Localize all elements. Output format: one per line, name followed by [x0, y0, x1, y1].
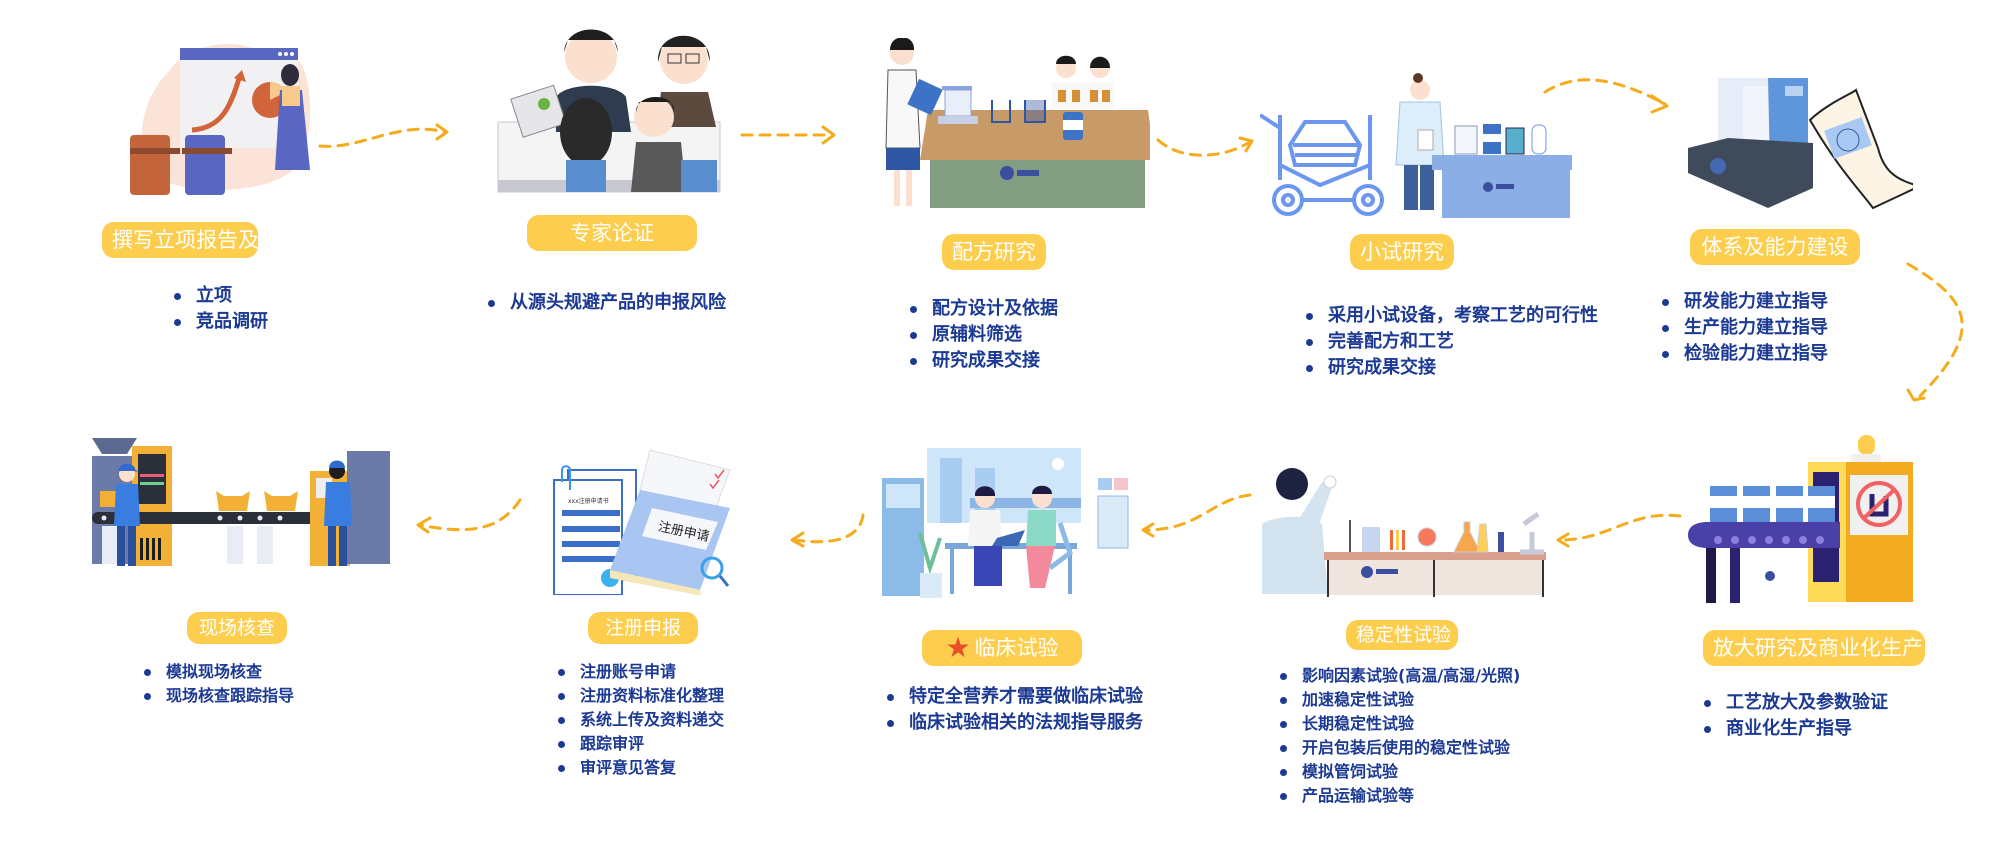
arrow-7-to-8	[1143, 493, 1252, 532]
step-bullets: 特定全营养才需要做临床试验 临床试验相关的法规指导服务	[885, 684, 1143, 736]
step-label: 撰写立项报告及竞品调研	[102, 222, 343, 258]
bullet-item: 系统上传及资料递交	[556, 708, 724, 732]
expert-discussion-illustration	[497, 29, 721, 193]
bullet-item: 开启包装后使用的稳定性试验	[1278, 736, 1520, 760]
step-bullets: 立项 竞品调研	[172, 283, 268, 335]
bullet-item: 现场核查跟踪指导	[142, 684, 294, 708]
step-label: ★临床试验	[922, 630, 1082, 666]
arrow-8-to-9	[793, 513, 865, 544]
bullet-item: 竞品调研	[172, 309, 268, 335]
step-bullets: 从源头规避产品的申报风险	[486, 290, 726, 316]
step-bullets: 模拟现场核查 现场核查跟踪指导	[142, 660, 294, 708]
registration-documents-illustration: xxx注册申请书 注册申请	[553, 449, 731, 595]
arrow-6-to-7	[1558, 513, 1682, 542]
arrow-9-to-10	[418, 498, 522, 532]
mixer-and-scientist-illustration	[1260, 73, 1572, 218]
star-icon: ★	[945, 631, 971, 664]
arrowhead-9	[416, 516, 432, 534]
arrow-5-to-6	[1906, 262, 1964, 398]
step-label: 体系及能力建设	[1690, 229, 1860, 265]
arrowhead-3	[1238, 136, 1254, 153]
arrow-4-to-5	[1543, 78, 1667, 106]
bullet-item: 模拟现场核查	[142, 660, 294, 684]
arrowhead-7	[1141, 522, 1155, 538]
bullet-item: 研究成果交接	[1304, 355, 1598, 381]
step-label: 配方研究	[942, 234, 1046, 270]
bullet-item: 研发能力建立指导	[1660, 289, 1828, 315]
factory-inspection-illustration	[92, 438, 390, 566]
step-label: 稳定性试验	[1346, 620, 1458, 650]
step-bullets: 工艺放大及参数验证 商业化生产指导	[1702, 690, 1888, 742]
presentation-meeting-illustration	[130, 43, 311, 195]
bullet-item: 审评意见答复	[556, 756, 724, 780]
step-label: 注册申报	[588, 612, 698, 644]
bullet-item: 注册资料标准化整理	[556, 684, 724, 708]
step-bullets: 研发能力建立指导 生产能力建立指导 检验能力建立指导	[1660, 289, 1828, 367]
bullet-item: 配方设计及依据	[908, 296, 1058, 322]
step-bullets: 采用小试设备，考察工艺的可行性 完善配方和工艺 研究成果交接	[1304, 303, 1598, 381]
bullet-item: 研究成果交接	[908, 348, 1058, 374]
arrowhead-2	[821, 125, 836, 145]
arrowhead-6	[1556, 532, 1570, 548]
arrowhead-5	[1906, 388, 1926, 402]
bullet-item: 商业化生产指导	[1702, 716, 1888, 742]
document-box-certificate-illustration	[1688, 78, 1913, 210]
bullet-item: 特定全营养才需要做临床试验	[885, 684, 1143, 710]
step-label: 小试研究	[1350, 234, 1454, 270]
bullet-item: 检验能力建立指导	[1660, 341, 1828, 367]
step-label-text: 临床试验	[974, 636, 1059, 660]
lab-glassware-illustration	[1262, 468, 1546, 597]
doc-caption: xxx注册申请书	[568, 497, 609, 505]
bullet-item: 产品运输试验等	[1278, 784, 1520, 808]
arrow-1-to-2	[318, 127, 447, 148]
bullet-item: 立项	[172, 283, 268, 309]
can-production-line-illustration	[1688, 435, 1913, 603]
step-label: 放大研究及商业化生产	[1703, 630, 1925, 666]
step-bullets: 注册账号申请 注册资料标准化整理 系统上传及资料递交 跟踪审评 审评意见答复	[556, 660, 724, 780]
bullet-item: 跟踪审评	[556, 732, 724, 756]
bullet-item: 工艺放大及参数验证	[1702, 690, 1888, 716]
step-label: 现场核查	[187, 612, 287, 644]
step-label: 专家论证	[527, 215, 697, 251]
bullet-item: 生产能力建立指导	[1660, 315, 1828, 341]
bullet-item: 完善配方和工艺	[1304, 329, 1598, 355]
bullet-item: 注册账号申请	[556, 660, 724, 684]
bullet-item: 长期稳定性试验	[1278, 712, 1520, 736]
bullet-item: 原辅料筛选	[908, 322, 1058, 348]
lab-bench-formula-illustration	[885, 38, 1150, 208]
bullet-item: 从源头规避产品的申报风险	[486, 290, 726, 316]
arrow-3-to-4	[1156, 138, 1252, 157]
bullet-item: 加速稳定性试验	[1278, 688, 1520, 712]
step-bullets: 配方设计及依据 原辅料筛选 研究成果交接	[908, 296, 1058, 374]
bullet-item: 采用小试设备，考察工艺的可行性	[1304, 303, 1598, 329]
bullet-item: 影响因素试验(高温/高湿/光照)	[1278, 664, 1520, 688]
doctor-patient-illustration	[882, 448, 1129, 598]
bullet-item: 临床试验相关的法规指导服务	[885, 710, 1143, 736]
bullet-item: 模拟管饲试验	[1278, 760, 1520, 784]
arrowhead-8	[790, 531, 805, 548]
arrowhead-4	[1650, 94, 1669, 114]
arrowhead-1	[435, 123, 449, 141]
step-bullets: 影响因素试验(高温/高湿/光照) 加速稳定性试验 长期稳定性试验 开启包装后使用…	[1278, 664, 1520, 808]
